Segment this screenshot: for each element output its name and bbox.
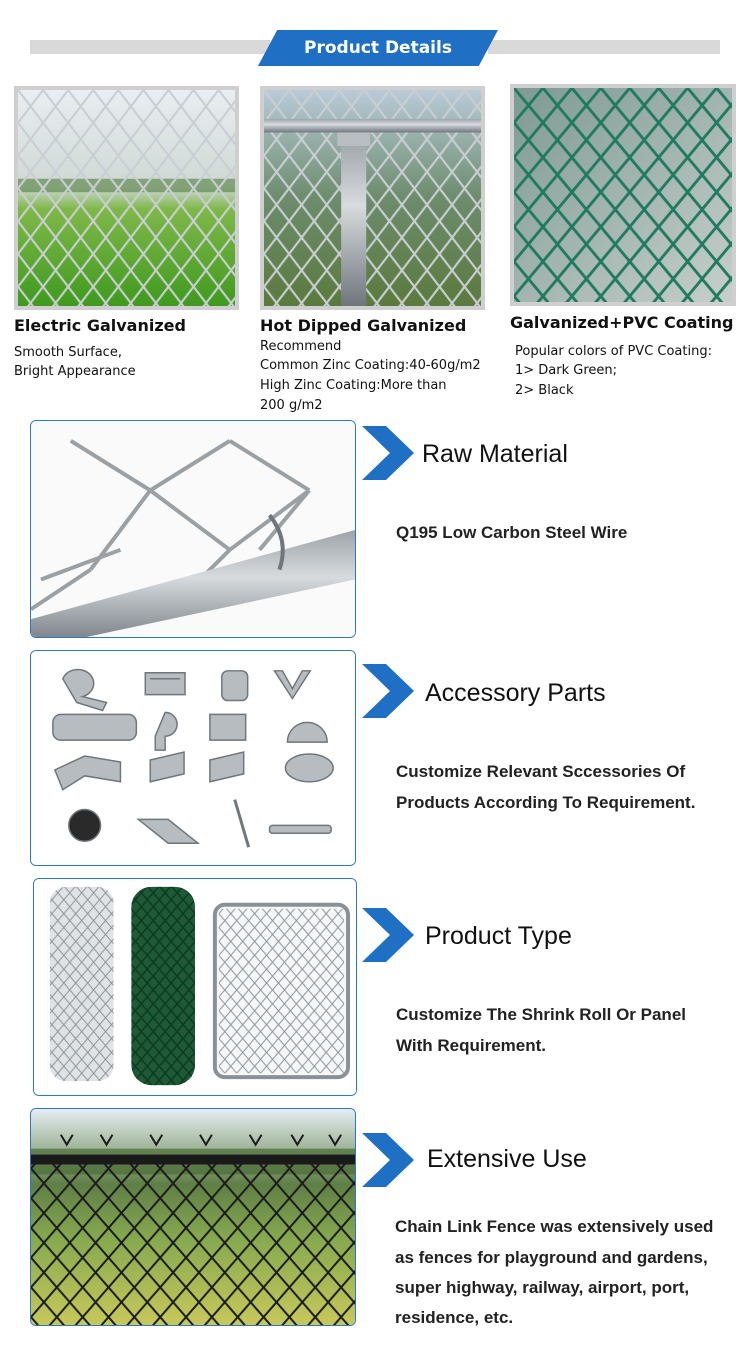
feature-desc-line: super highway, railway, airport, port, <box>395 1278 690 1297</box>
coating-title-electric: Electric Galvanized <box>14 316 186 335</box>
page-title: Product Details <box>304 38 452 58</box>
header-banner: Product Details <box>258 30 498 66</box>
coating-line: 1> Dark Green; <box>515 363 618 378</box>
pvc-green-mesh-image <box>510 84 736 306</box>
feature-desc-line: Chain Link Fence was extensively used <box>395 1217 714 1236</box>
fence-in-field-image <box>30 1108 356 1326</box>
coating-line: Recommend <box>260 339 342 354</box>
feature-title-extensive-use: Extensive Use <box>427 1145 587 1173</box>
feature-desc-line: Customize Relevant Sccessories Of <box>396 762 686 781</box>
hot-dipped-mesh-post-image <box>260 86 485 310</box>
feature-desc-line: Q195 Low Carbon Steel Wire <box>396 523 628 542</box>
chevron-right-icon <box>362 426 414 480</box>
galvanized-mesh-field-image <box>14 86 239 310</box>
coating-line: 2> Black <box>515 383 574 398</box>
chevron-right-icon <box>362 664 414 718</box>
header-rule-right <box>488 40 720 54</box>
feature-desc-line: Customize The Shrink Roll Or Panel <box>396 1005 686 1024</box>
coating-title-hot-dipped: Hot Dipped Galvanized <box>260 316 467 335</box>
rolls-and-panel-image <box>33 878 357 1096</box>
header-rule-left <box>30 40 270 54</box>
chevron-right-icon <box>362 1133 414 1187</box>
feature-title-accessory-parts: Accessory Parts <box>425 679 606 707</box>
feature-title-raw-material: Raw Material <box>422 440 568 468</box>
feature-desc-line: as fences for playground and gardens, <box>395 1248 708 1267</box>
coating-title-pvc: Galvanized+PVC Coating <box>510 313 734 332</box>
coating-line: High Zinc Coating:More than <box>260 378 447 393</box>
feature-desc-line: Products According To Requirement. <box>396 793 696 812</box>
coating-line: 200 g/m2 <box>260 398 323 413</box>
chevron-right-icon <box>362 908 414 962</box>
feature-desc-line: residence, etc. <box>395 1308 514 1327</box>
coating-line: Smooth Surface, <box>14 345 122 360</box>
wire-closeup-image <box>30 420 356 638</box>
accessory-parts-image <box>30 650 356 866</box>
coating-line: Bright Appearance <box>14 364 136 379</box>
coating-line: Common Zinc Coating:40-60g/m2 <box>260 358 481 373</box>
coating-line: Popular colors of PVC Coating: <box>515 344 712 359</box>
feature-title-product-type: Product Type <box>425 922 572 950</box>
feature-desc-line: With Requirement. <box>396 1036 547 1055</box>
